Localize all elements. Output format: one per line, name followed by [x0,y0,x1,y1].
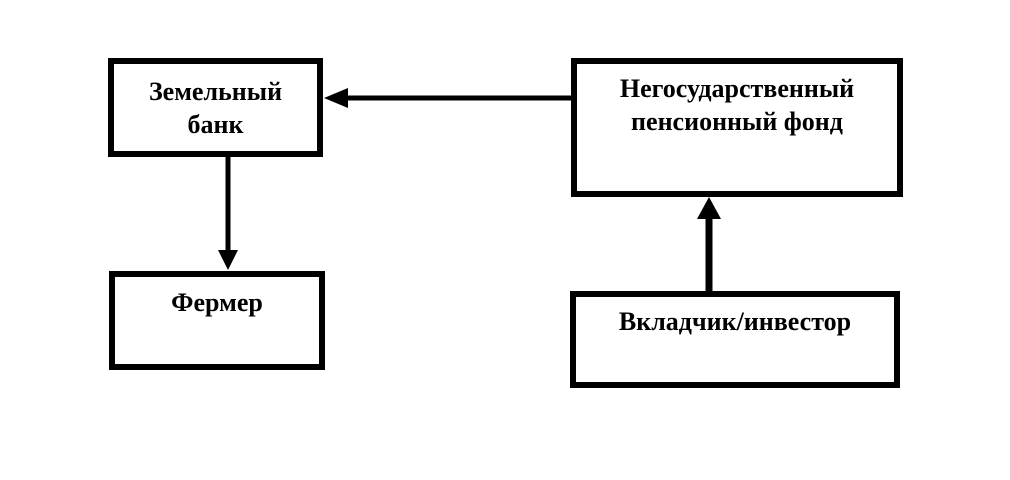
node-investor: Вкладчик/инвестор [570,291,900,388]
node-land-bank-label-line1: Земельный [148,76,283,106]
node-land-bank: Земельный банк [108,58,323,157]
arrow-investor-to-pension-fund [697,197,721,291]
node-farmer-label: Фермер [171,288,263,317]
node-pension-fund: Негосударственный пенсионный фонд [571,58,903,197]
node-investor-label: Вкладчик/инвестор [618,307,852,336]
node-land-bank-label-line2: банк [187,109,244,139]
arrow-land-bank-to-farmer [218,157,238,270]
node-pension-fund-label-line1: Негосударственный [619,74,855,103]
node-pension-fund-label-line2: пенсионный фонд [631,107,843,136]
node-farmer: Фермер [109,271,325,370]
arrow-pension-fund-to-land-bank [324,88,571,108]
